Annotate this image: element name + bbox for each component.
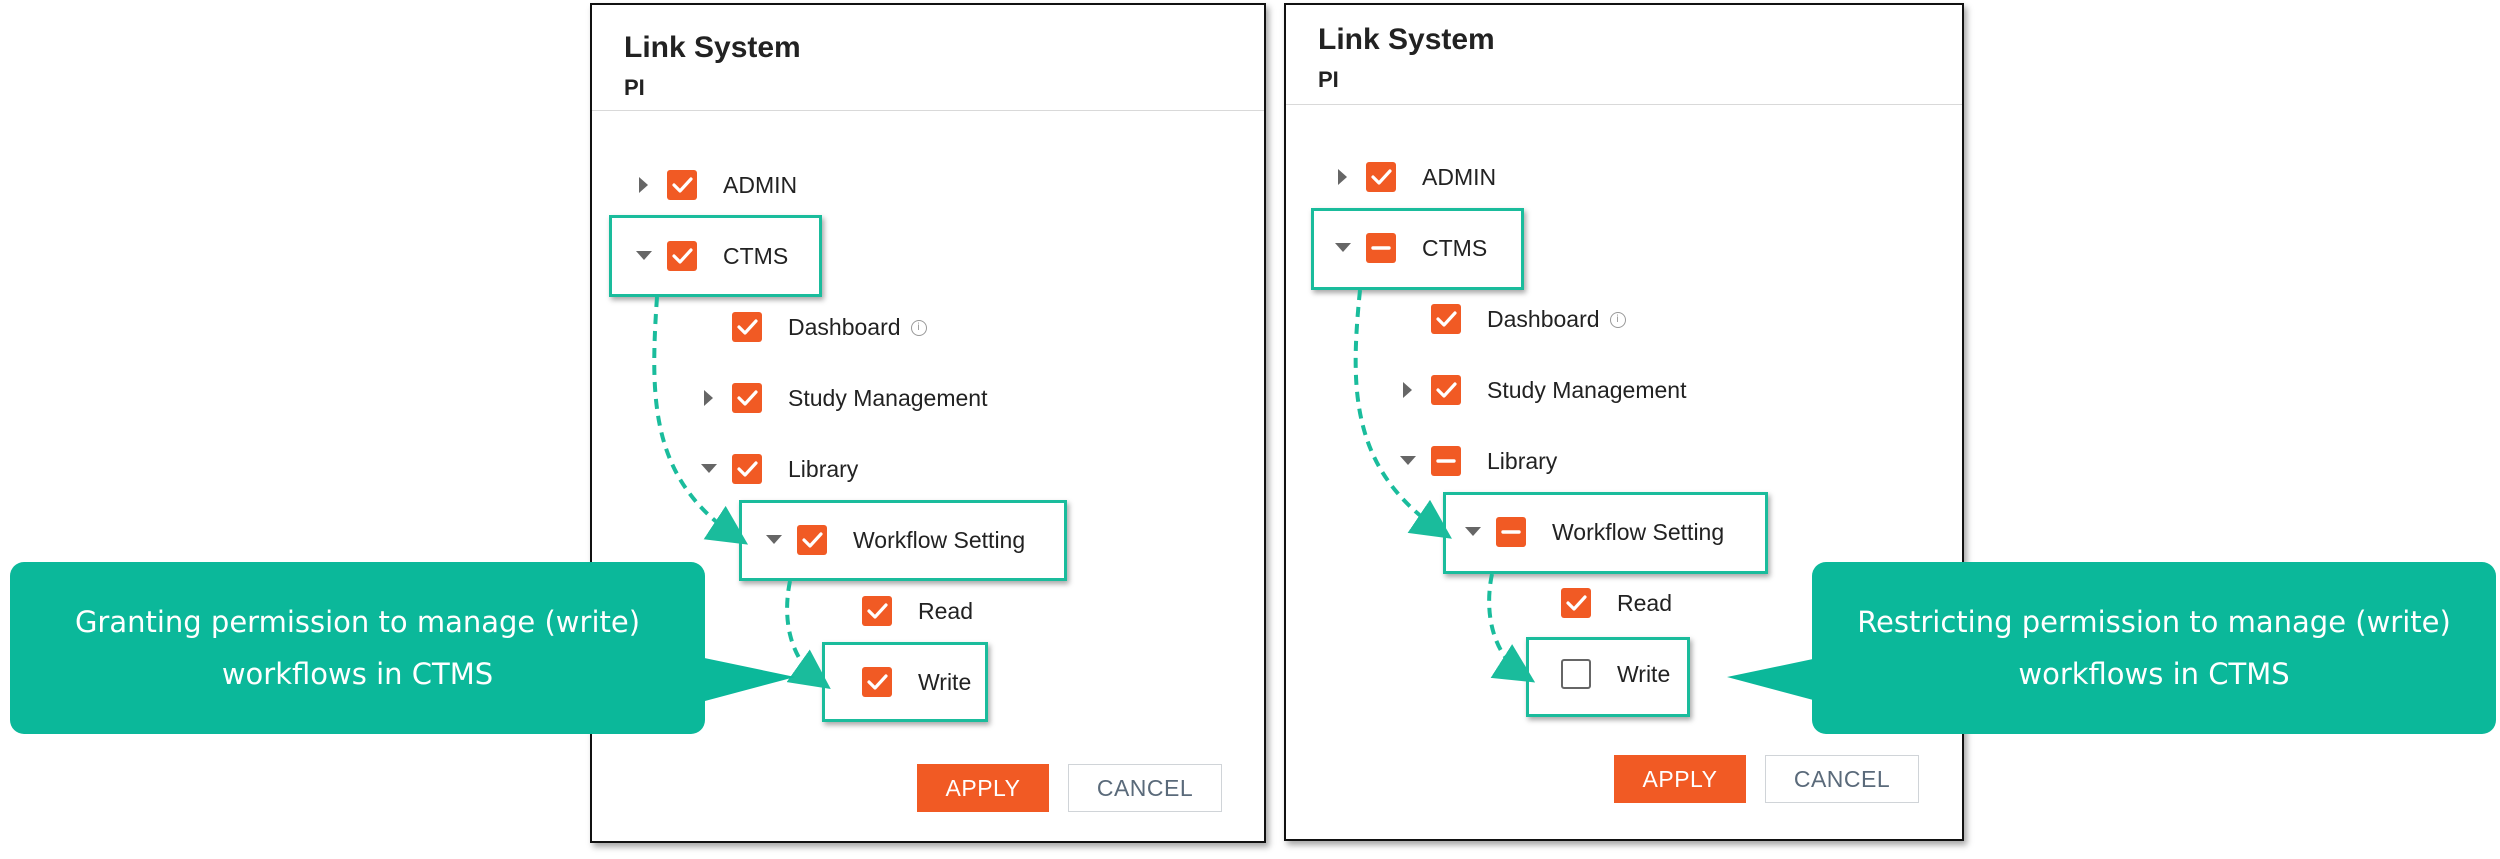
info-icon[interactable]: i — [910, 320, 927, 337]
tree-label-workflow-setting: Workflow Setting — [1552, 518, 1725, 545]
tree-label-read: Read — [918, 597, 973, 624]
checkmark-icon — [1436, 382, 1457, 398]
tree-row-read: Read — [828, 589, 973, 633]
checkbox-library-checked[interactable] — [732, 454, 762, 484]
caret-right-icon[interactable] — [1332, 166, 1354, 188]
tree-label-ctms: CTMS — [723, 242, 789, 269]
checkmark-icon — [1436, 311, 1457, 327]
checkbox-write-unchecked[interactable] — [1561, 659, 1591, 689]
checkbox-ctms-partial[interactable] — [1366, 233, 1396, 263]
apply-button-right[interactable]: APPLY — [1614, 755, 1746, 803]
checkmark-icon — [737, 461, 758, 477]
tree-label-library: Library — [1487, 447, 1558, 474]
dialog-header: Link System PI — [592, 5, 1264, 111]
tree-row-ctms: CTMS — [1332, 226, 1487, 270]
tree-label-read: Read — [1617, 589, 1672, 616]
dialog-title: Link System — [624, 31, 801, 64]
checkbox-library-partial[interactable] — [1431, 446, 1461, 476]
tree-label-ctms: CTMS — [1422, 234, 1488, 261]
tree-row-library: Library — [698, 447, 858, 491]
checkbox-admin-checked[interactable] — [1366, 162, 1396, 192]
checkbox-ctms-checked[interactable] — [667, 241, 697, 271]
checkbox-read-checked[interactable] — [1561, 588, 1591, 618]
callout-restricting-line1: Restricting permission to manage (write) — [1857, 605, 2451, 639]
checkmark-icon — [672, 177, 693, 193]
apply-button-left[interactable]: APPLY — [917, 764, 1049, 812]
checkbox-dashboard-checked[interactable] — [732, 312, 762, 342]
highlight-workflow-right — [1443, 492, 1768, 574]
checkmark-icon — [737, 319, 758, 335]
caret-down-icon[interactable] — [1397, 450, 1419, 472]
tree-row-library: Library — [1397, 439, 1557, 483]
highlight-ctms-right — [1311, 208, 1524, 290]
checkbox-study-management-checked[interactable] — [1431, 375, 1461, 405]
checkbox-admin-checked[interactable] — [667, 170, 697, 200]
caret-down-icon[interactable] — [763, 529, 785, 551]
callout-restricting: Restricting permission to manage (write)… — [1812, 562, 2496, 734]
checkmark-icon — [672, 248, 693, 264]
callout-restricting-line2: workflows in CTMS — [2018, 657, 2290, 691]
checkbox-dashboard-checked[interactable] — [1431, 304, 1461, 334]
tree-label-admin: ADMIN — [723, 171, 798, 198]
tree-label-library: Library — [788, 455, 859, 482]
tree-label-workflow-setting: Workflow Setting — [853, 526, 1026, 553]
callout-granting: Granting permission to manage (write) wo… — [10, 562, 705, 734]
minus-icon — [1371, 246, 1391, 250]
checkbox-read-checked[interactable] — [862, 596, 892, 626]
checkmark-icon — [1371, 169, 1392, 185]
checkmark-icon — [867, 603, 888, 619]
dialog-title: Link System — [1318, 23, 1495, 56]
dialog-subtitle: PI — [1318, 67, 1339, 92]
checkbox-workflow-setting-checked[interactable] — [797, 525, 827, 555]
tree-row-workflow-setting: Workflow Setting — [1462, 510, 1724, 554]
tree-row-write: Write — [828, 660, 971, 704]
tree-label-study-management: Study Management — [1487, 376, 1687, 403]
tree-label-write: Write — [1617, 660, 1671, 687]
checkbox-write-checked[interactable] — [862, 667, 892, 697]
tree-label-write: Write — [918, 668, 972, 695]
tree-row-admin: ADMIN — [1332, 155, 1496, 199]
checkbox-study-management-checked[interactable] — [732, 383, 762, 413]
highlight-workflow-left — [739, 500, 1067, 581]
tree-row-workflow-setting: Workflow Setting — [763, 518, 1025, 562]
minus-icon — [1436, 459, 1456, 463]
caret-right-icon[interactable] — [633, 174, 655, 196]
caret-down-icon[interactable] — [633, 245, 655, 267]
callout-granting-line2: workflows in CTMS — [221, 657, 494, 691]
checkmark-icon — [867, 674, 888, 690]
caret-right-icon[interactable] — [1397, 379, 1419, 401]
highlight-write-right — [1526, 637, 1690, 717]
callout-pointer-left — [690, 655, 795, 705]
callout-granting-line1: Granting permission to manage (write) — [74, 605, 641, 639]
tree-row-admin: ADMIN — [633, 163, 797, 207]
caret-right-icon[interactable] — [698, 387, 720, 409]
tree-row-read: Read — [1527, 581, 1672, 625]
tree-label-admin: ADMIN — [1422, 163, 1497, 190]
caret-down-icon[interactable] — [1462, 521, 1484, 543]
checkmark-icon — [1566, 595, 1587, 611]
tree-row-study-management: Study Management — [698, 376, 987, 420]
highlight-ctms-left — [609, 215, 822, 297]
cancel-button-right[interactable]: CANCEL — [1765, 755, 1919, 803]
callout-pointer-right — [1727, 655, 1832, 705]
dialog-subtitle: PI — [624, 75, 645, 100]
minus-icon — [1501, 530, 1521, 534]
tree-row-write: Write — [1527, 652, 1670, 696]
dialog-header: Link System PI — [1286, 5, 1962, 105]
tree-label-study-management: Study Management — [788, 384, 988, 411]
info-icon[interactable]: i — [1609, 312, 1626, 329]
caret-down-icon[interactable] — [1332, 237, 1354, 259]
caret-down-icon[interactable] — [698, 458, 720, 480]
cancel-button-left[interactable]: CANCEL — [1068, 764, 1222, 812]
tree-row-ctms: CTMS — [633, 234, 788, 278]
tree-row-study-management: Study Management — [1397, 368, 1686, 412]
checkmark-icon — [802, 532, 823, 548]
checkbox-workflow-setting-partial[interactable] — [1496, 517, 1526, 547]
highlight-write-left — [822, 642, 988, 722]
checkmark-icon — [737, 390, 758, 406]
